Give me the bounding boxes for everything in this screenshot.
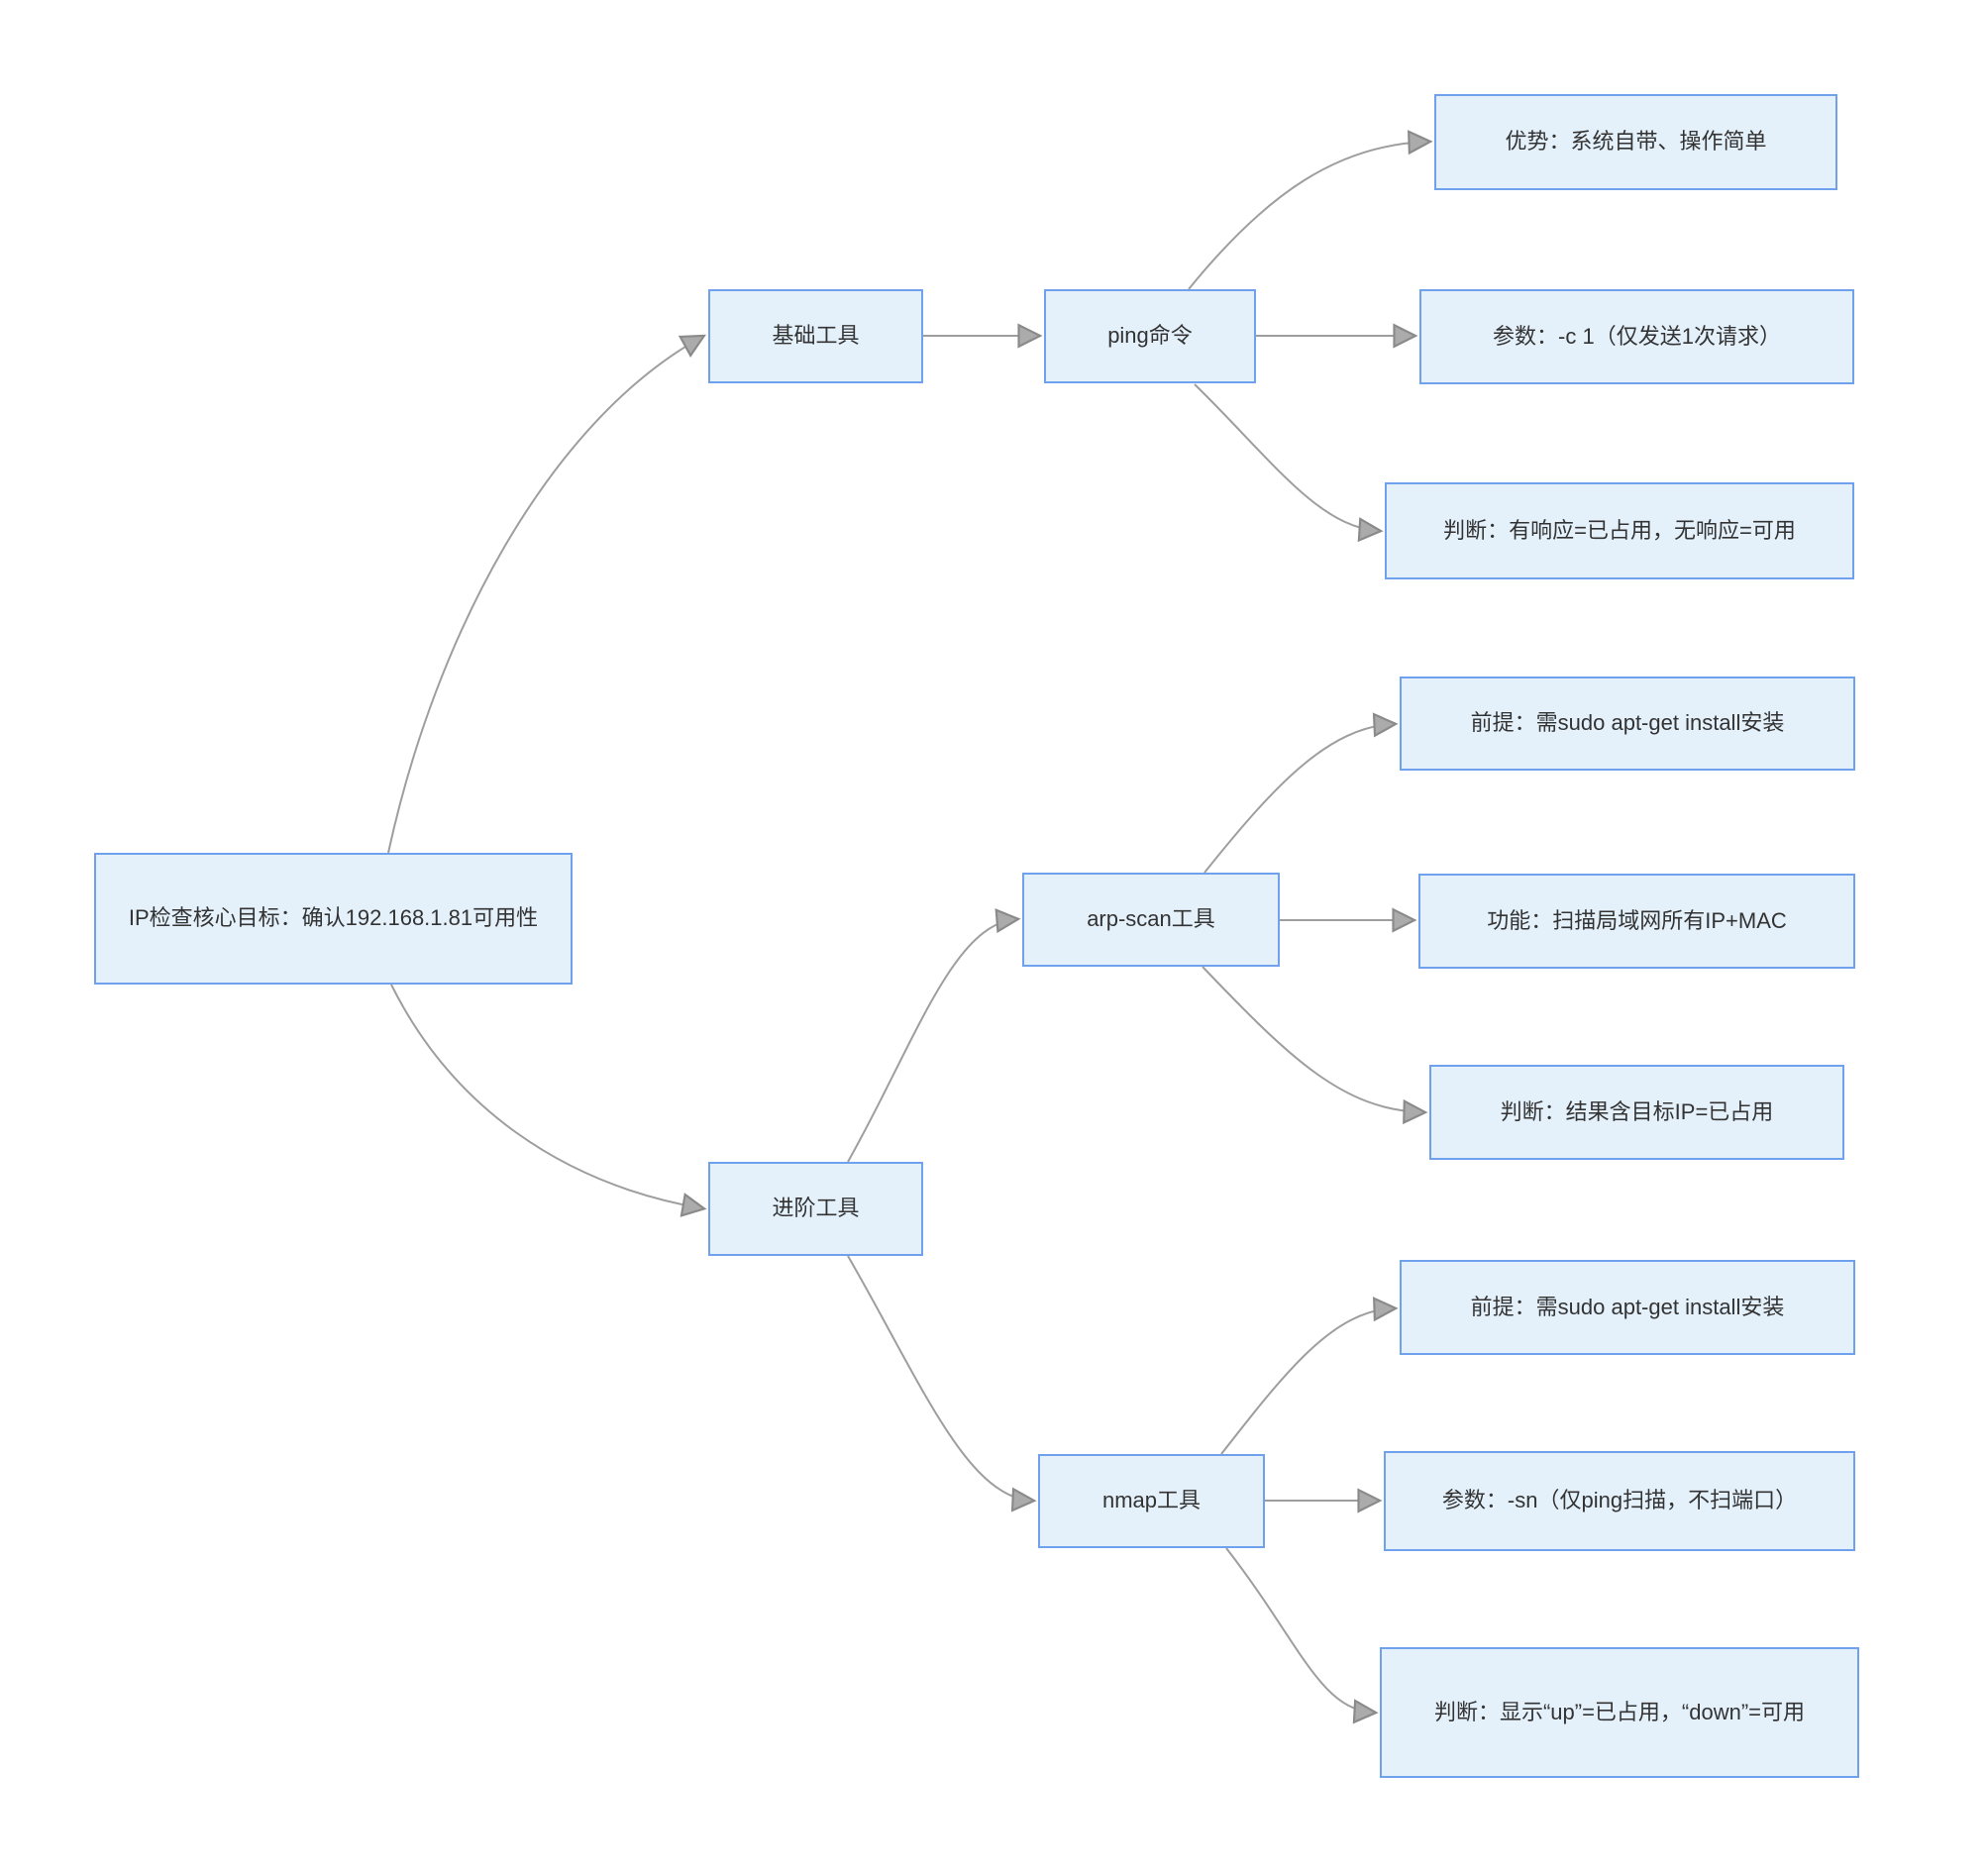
node-arpscan-function-label: 功能：扫描局域网所有IP+MAC — [1487, 907, 1787, 933]
node-advanced-tools-label: 进阶工具 — [772, 1196, 860, 1221]
edge-ping-judge — [1194, 383, 1379, 531]
node-root-label: IP检查核心目标：确认192.168.1.81可用性 — [128, 905, 539, 931]
node-arpscan-judgement-label: 判断：结果含目标IP=已占用 — [1500, 1098, 1774, 1124]
node-arpscan-function[interactable]: 功能：扫描局域网所有IP+MAC — [1418, 874, 1855, 969]
node-arpscan-prerequisite-label: 前提：需sudo apt-get install安装 — [1470, 710, 1785, 736]
node-ping-judgement[interactable]: 判断：有响应=已占用，无响应=可用 — [1385, 482, 1854, 579]
node-nmap-tool-label: nmap工具 — [1101, 1488, 1202, 1513]
edge-arpscan-judge — [1202, 966, 1423, 1112]
edge-nmap-judge — [1225, 1547, 1374, 1713]
edge-nmap-pre — [1220, 1308, 1394, 1455]
node-basic-tools[interactable]: 基础工具 — [708, 289, 923, 383]
edge-root-advanced — [390, 984, 702, 1208]
node-advanced-tools[interactable]: 进阶工具 — [708, 1162, 923, 1256]
edge-ping-adv — [1188, 142, 1428, 290]
node-ping-advantage-label: 优势：系统自带、操作简单 — [1505, 129, 1767, 155]
node-ping-command-label: ping命令 — [1107, 323, 1193, 349]
node-nmap-tool[interactable]: nmap工具 — [1038, 1454, 1265, 1548]
node-root[interactable]: IP检查核心目标：确认192.168.1.81可用性 — [94, 853, 573, 985]
node-ping-parameter[interactable]: 参数：-c 1（仅发送1次请求） — [1419, 289, 1854, 384]
node-ping-judgement-label: 判断：有响应=已占用，无响应=可用 — [1443, 517, 1796, 543]
node-ping-parameter-label: 参数：-c 1（仅发送1次请求） — [1493, 323, 1781, 349]
node-arpscan-judgement[interactable]: 判断：结果含目标IP=已占用 — [1429, 1065, 1844, 1160]
node-nmap-prerequisite[interactable]: 前提：需sudo apt-get install安装 — [1400, 1260, 1855, 1355]
node-nmap-prerequisite-label: 前提：需sudo apt-get install安装 — [1470, 1294, 1785, 1319]
edge-advanced-arpscan — [847, 919, 1016, 1163]
node-nmap-parameter[interactable]: 参数：-sn（仅ping扫描，不扫端口） — [1384, 1451, 1855, 1551]
node-nmap-parameter-label: 参数：-sn（仅ping扫描，不扫端口） — [1441, 1488, 1798, 1513]
node-arpscan-tool-label: arp-scan工具 — [1087, 906, 1215, 932]
edge-root-basic — [387, 337, 702, 854]
node-ping-advantage[interactable]: 优势：系统自带、操作简单 — [1434, 94, 1837, 190]
node-arpscan-prerequisite[interactable]: 前提：需sudo apt-get install安装 — [1400, 677, 1855, 771]
node-nmap-judgement[interactable]: 判断：显示“up”=已占用，“down”=可用 — [1380, 1647, 1859, 1778]
edge-arpscan-pre — [1203, 724, 1394, 874]
node-nmap-judgement-label: 判断：显示“up”=已占用，“down”=可用 — [1433, 1699, 1806, 1724]
node-arpscan-tool[interactable]: arp-scan工具 — [1022, 873, 1280, 967]
edge-advanced-nmap — [847, 1255, 1032, 1501]
node-basic-tools-label: 基础工具 — [772, 323, 860, 349]
node-ping-command[interactable]: ping命令 — [1044, 289, 1256, 383]
